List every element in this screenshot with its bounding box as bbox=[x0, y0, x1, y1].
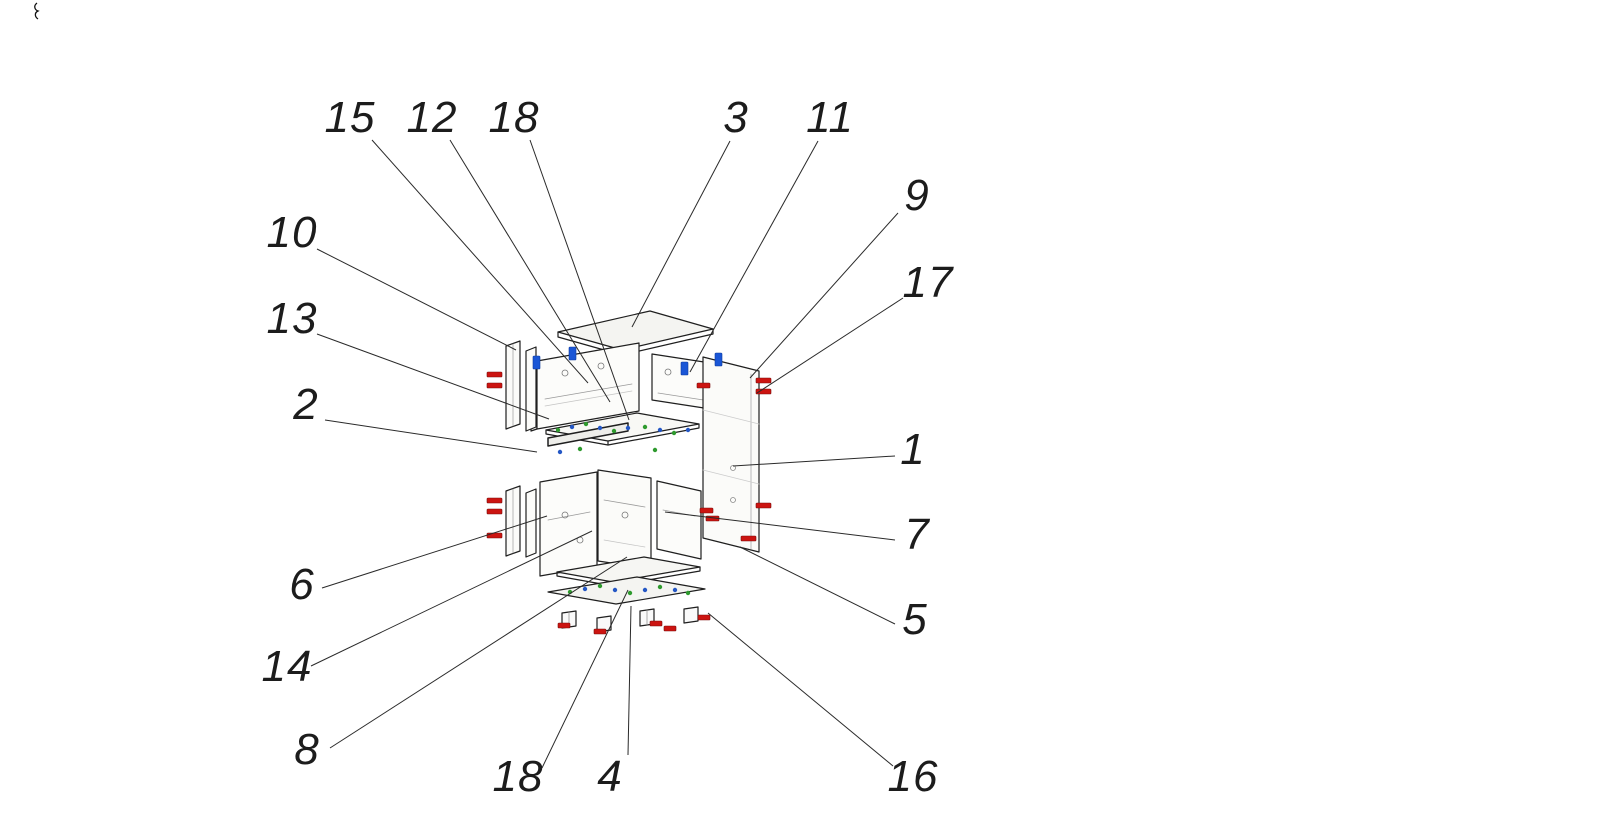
callout-2: 2 bbox=[293, 380, 319, 429]
leader-line-8 bbox=[329, 556, 628, 749]
callout-11: 11 bbox=[806, 93, 854, 142]
leader-line-1 bbox=[732, 455, 896, 467]
callout-7: 7 bbox=[904, 510, 930, 559]
leader-line-14 bbox=[310, 530, 593, 667]
callout-12: 12 bbox=[406, 93, 458, 142]
leader-line-13 bbox=[316, 333, 550, 420]
leader-line-9 bbox=[749, 212, 899, 379]
lower-right-door-part bbox=[656, 480, 702, 560]
leader-line-11 bbox=[689, 140, 819, 373]
callout-14: 14 bbox=[261, 642, 313, 691]
leader-line-5 bbox=[739, 546, 896, 625]
lower-middle-panel-part bbox=[597, 469, 652, 570]
hinge-marks bbox=[532, 346, 723, 376]
callout-3: 3 bbox=[723, 93, 749, 142]
leader-line-15 bbox=[371, 139, 589, 384]
leader-line-2 bbox=[324, 419, 538, 453]
right-side-panel-part bbox=[702, 356, 760, 553]
leader-line-10 bbox=[316, 248, 517, 351]
bottom-panel-part bbox=[547, 576, 706, 605]
leader-line-4 bbox=[627, 605, 632, 756]
leader-line-17 bbox=[756, 297, 904, 394]
callout-5: 5 bbox=[902, 595, 928, 644]
leader-line-16 bbox=[707, 612, 894, 767]
callout-15: 15 bbox=[324, 93, 376, 142]
callout-1: 1 bbox=[900, 425, 926, 474]
exploded-view bbox=[486, 310, 772, 635]
leader-line-12 bbox=[449, 139, 611, 403]
leader-line-18-bottom bbox=[541, 589, 629, 769]
callout-10: 10 bbox=[266, 208, 318, 257]
callout-13: 13 bbox=[266, 294, 318, 343]
callout-4: 4 bbox=[597, 752, 623, 801]
callout-18-top: 18 bbox=[488, 93, 540, 142]
leg-parts bbox=[561, 606, 699, 633]
callout-18-bottom: 18 bbox=[492, 752, 544, 801]
callout-8: 8 bbox=[294, 725, 320, 774]
callout-6: 6 bbox=[289, 560, 315, 609]
callout-17: 17 bbox=[902, 258, 954, 307]
callout-16: 16 bbox=[887, 752, 939, 801]
leader-line-7 bbox=[664, 511, 896, 541]
leader-lines bbox=[310, 139, 904, 769]
lower-left-door-part bbox=[539, 471, 598, 577]
corner-mark bbox=[34, 2, 40, 20]
leader-line-6 bbox=[321, 515, 548, 589]
leader-line-18-top bbox=[529, 139, 630, 421]
leader-line-3 bbox=[631, 140, 731, 328]
dowel-marks bbox=[555, 421, 691, 596]
callout-9: 9 bbox=[904, 171, 930, 220]
